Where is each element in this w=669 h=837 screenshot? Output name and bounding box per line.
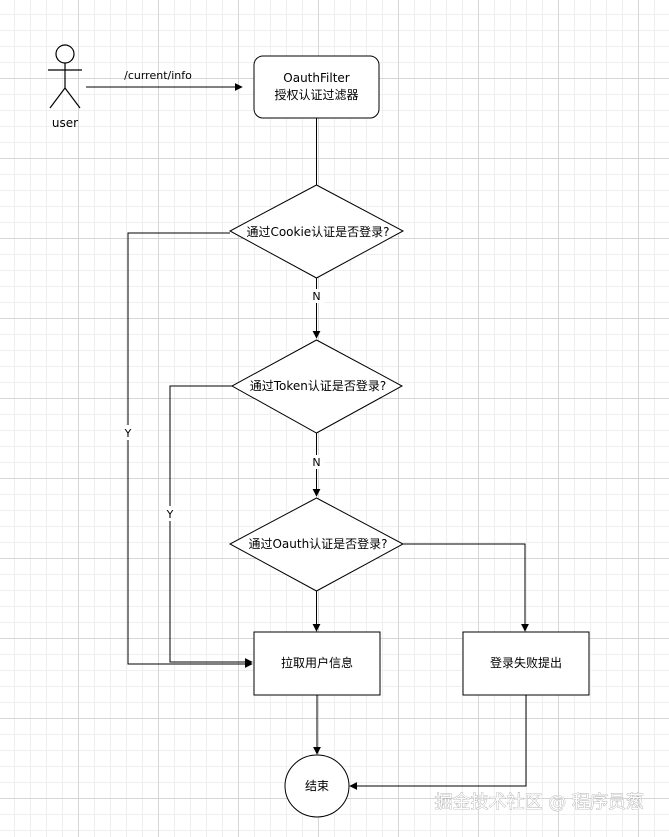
edge-fail-to-end — [349, 695, 527, 790]
edge-label-cookie-no-bg — [309, 289, 324, 303]
node-end — [284, 754, 350, 818]
node-oauth-filter-line2: 授权认证过滤器 — [274, 87, 358, 102]
node-oauth-filter — [253, 55, 380, 119]
node-end-label: 结束 — [305, 779, 329, 793]
edge-label-token-yes-bg — [163, 506, 177, 521]
actor-left-leg — [49, 87, 66, 109]
node-cookie-check-label: 通过Cookie认证是否登录? — [246, 224, 389, 239]
edge-label-cookie-yes-bg — [121, 425, 135, 440]
edge-label-request: /current/info — [124, 69, 192, 82]
node-oauth-filter-line1: OauthFilter — [283, 71, 350, 85]
edge-oauth-to-fail — [403, 543, 529, 632]
edge-label-token-yes: Y — [166, 508, 174, 521]
edge-label-token-no-bg — [309, 455, 324, 469]
node-token-check-label: 通过Token认证是否登录? — [250, 378, 387, 393]
user-actor — [48, 44, 82, 109]
edge-token-to-fetch — [169, 385, 253, 666]
edge-cookie-to-fetch — [127, 232, 253, 668]
actor-label: user — [52, 116, 78, 130]
actor-head — [55, 44, 75, 64]
node-fetch-user-info — [253, 631, 381, 696]
actor-right-leg — [64, 87, 81, 109]
node-login-failed — [462, 631, 590, 696]
node-fetch-user-info-label: 拉取用户信息 — [281, 655, 353, 670]
edge-label-token-no: N — [312, 456, 320, 469]
edge-label-cookie-yes: Y — [124, 427, 132, 440]
edge-label-cookie-no: N — [312, 290, 320, 303]
node-oauth-check-label: 通过Oauth认证是否登录? — [248, 536, 387, 551]
node-login-failed-label: 登录失败提出 — [490, 655, 562, 670]
watermark: 掘金技术社区 @ 程序员葱 — [435, 792, 644, 813]
